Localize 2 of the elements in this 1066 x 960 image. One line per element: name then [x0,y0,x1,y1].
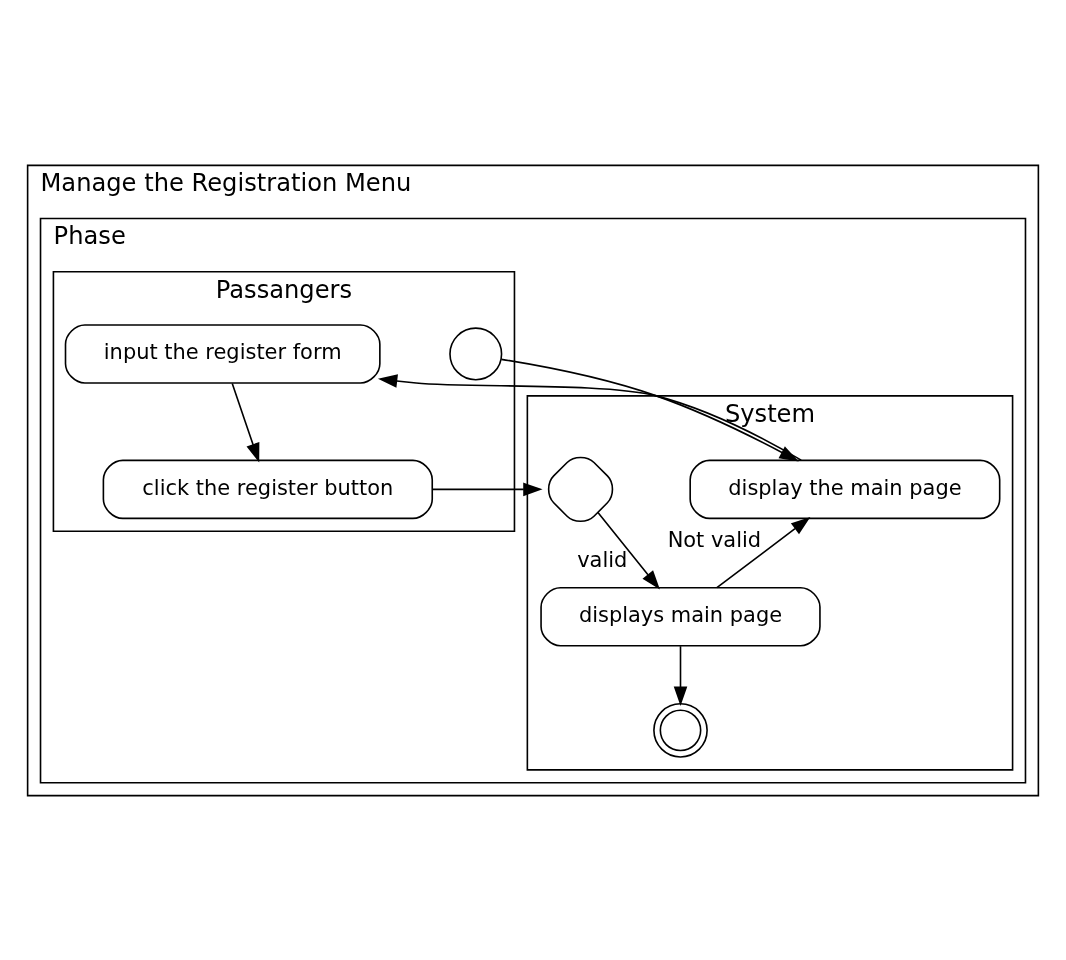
edge-label: Not valid [667,527,762,552]
edge-label: valid [577,547,628,572]
